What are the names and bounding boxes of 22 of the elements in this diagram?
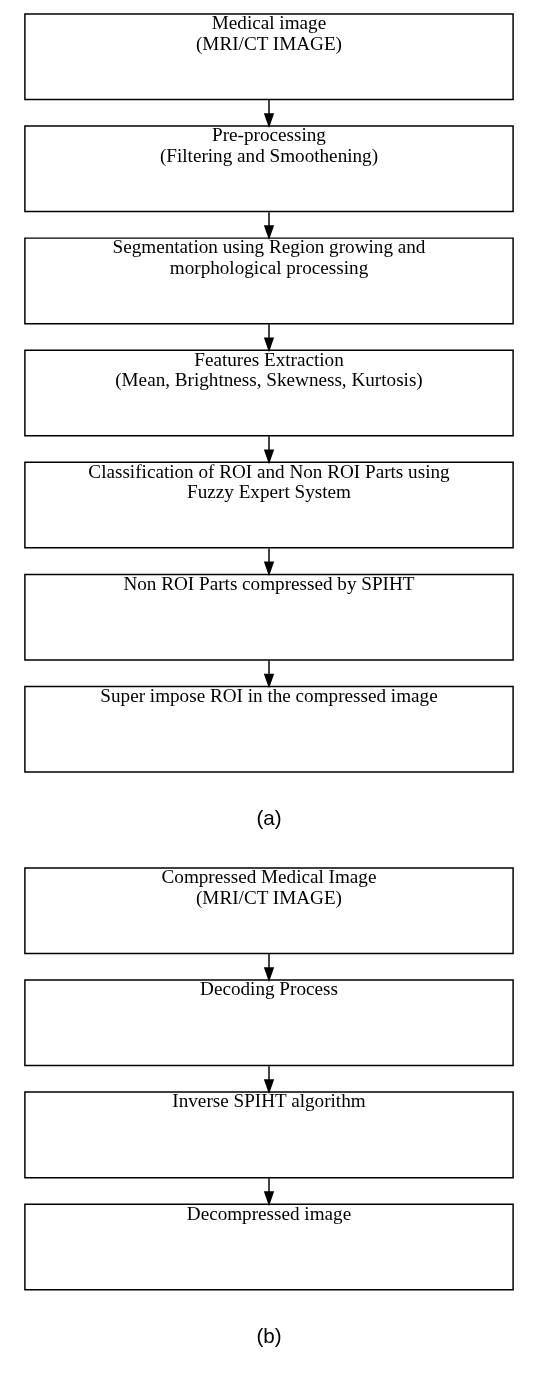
node-box: Compressed Medical Image (MRI/CT IMAGE) (24, 867, 514, 955)
node-box: Super impose ROI in the compressed image (24, 685, 514, 773)
node-box: Decoding Process (24, 979, 514, 1067)
arrow (263, 323, 275, 353)
arrow (263, 659, 275, 689)
node-box: Features Extraction (Mean, Brightness, Skewness, Kurtosis) (24, 349, 514, 437)
node-box: Decompressed image (24, 1203, 514, 1291)
node-box: Inverse SPIHT algorithm (24, 1091, 514, 1179)
arrow (263, 99, 275, 128)
node-box: Classification of ROI and Non ROI Parts using Fuzzy Expert System (24, 461, 514, 549)
node-box: Pre-processing (Filtering and Smoothening) (24, 125, 514, 213)
arrow (263, 435, 275, 465)
label: (a) (256, 806, 282, 830)
arrow (263, 1065, 275, 1095)
arrow (263, 953, 275, 982)
arrow (263, 547, 275, 577)
node-box: Medical image (MRI/CT IMAGE) (24, 13, 514, 101)
label: (b) (256, 1324, 282, 1348)
arrow (263, 211, 275, 241)
arrow (263, 1177, 275, 1207)
node-box: Segmentation using Region growing and morphological processing (24, 237, 514, 325)
node-box: Non ROI Parts compressed by SPIHT (24, 573, 514, 661)
